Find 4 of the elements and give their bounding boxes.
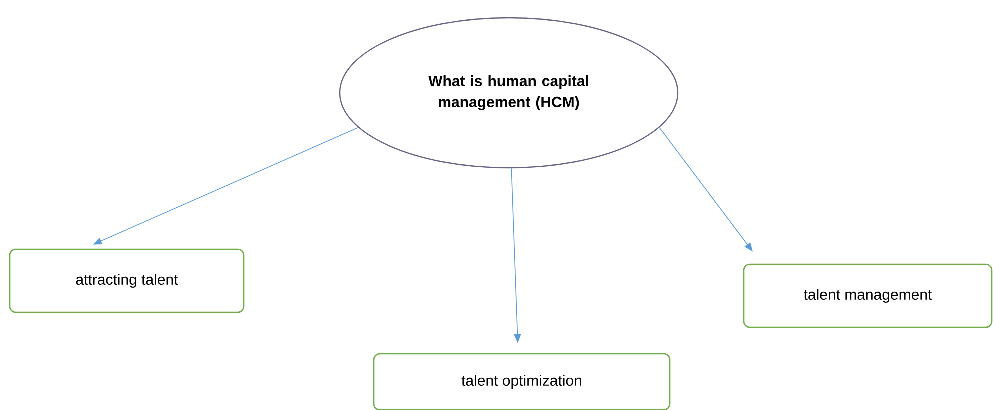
process-box: talent optimization: [373, 353, 671, 410]
oval-node: What is human capital management (HCM): [339, 17, 679, 169]
process-box: attracting talent: [9, 248, 245, 314]
process-box: talent management: [743, 264, 993, 328]
